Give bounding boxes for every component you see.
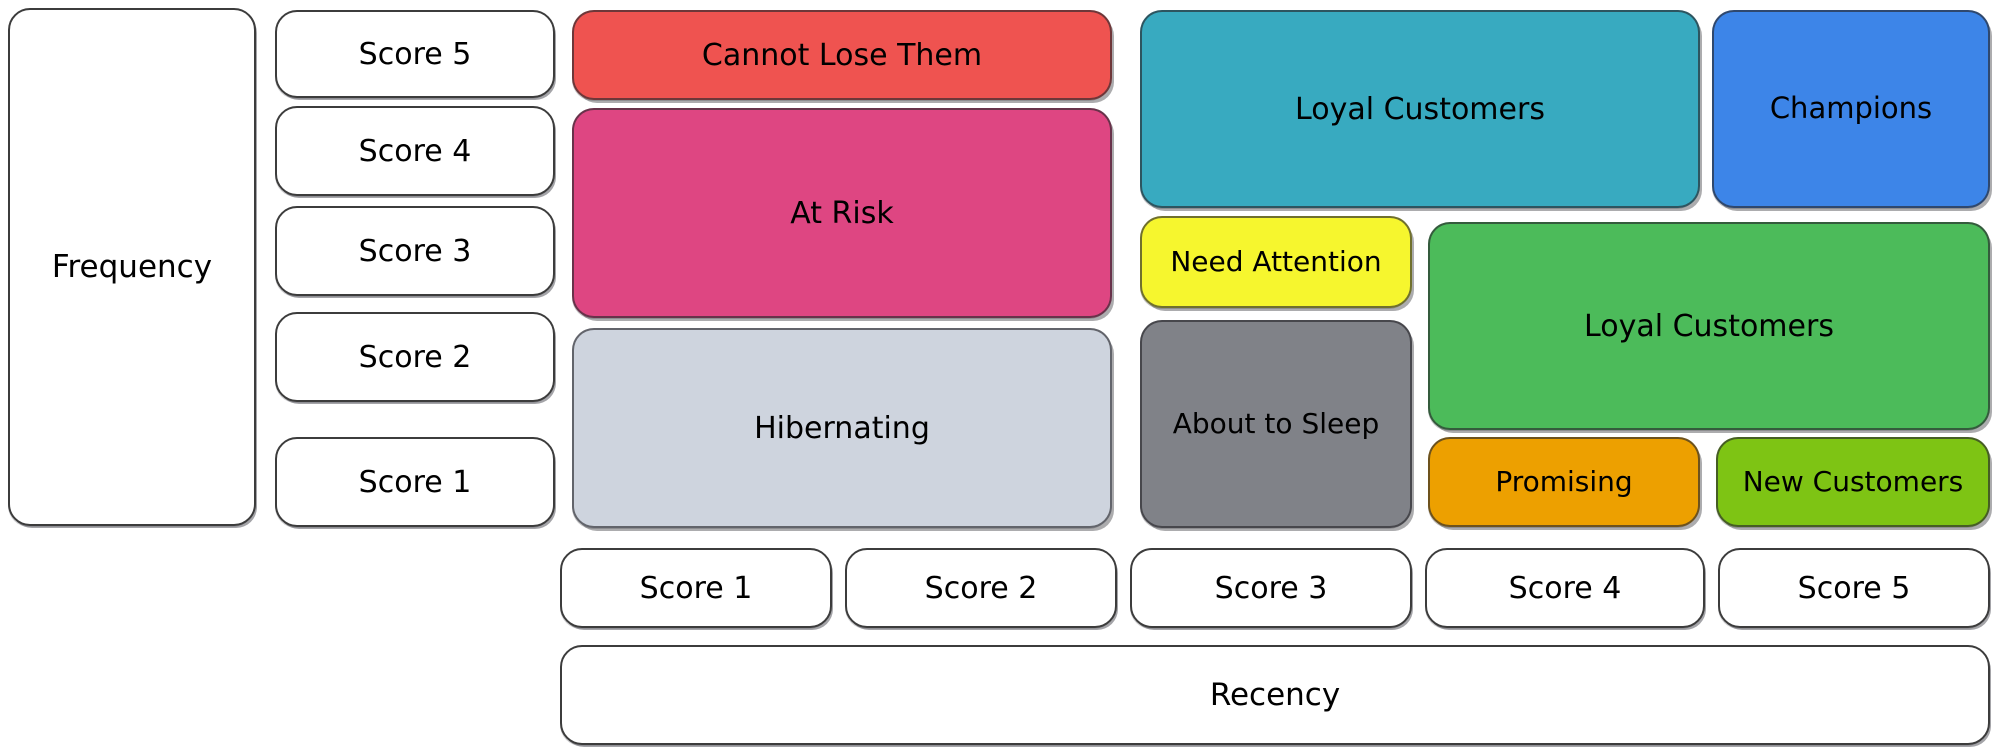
segment-promising-label: Promising bbox=[1495, 464, 1633, 498]
y-axis-label-frequency: Frequency bbox=[8, 8, 256, 526]
segment-at-risk[interactable]: At Risk bbox=[572, 108, 1112, 318]
segment-new-customers[interactable]: New Customers bbox=[1716, 437, 1990, 527]
segment-need-attention-label: Need Attention bbox=[1170, 244, 1382, 278]
segment-new-customers-label: New Customers bbox=[1742, 464, 1964, 498]
frequency-score-2[interactable]: Score 2 bbox=[275, 312, 555, 402]
segment-loyal-customers-green-label: Loyal Customers bbox=[1584, 308, 1834, 344]
recency-score-5[interactable]: Score 5 bbox=[1718, 548, 1990, 628]
frequency-score-5-label: Score 5 bbox=[358, 36, 472, 72]
segment-promising[interactable]: Promising bbox=[1428, 437, 1700, 527]
segment-champions[interactable]: Champions bbox=[1712, 10, 1990, 208]
segment-loyal-customers-teal-label: Loyal Customers bbox=[1295, 91, 1545, 127]
frequency-score-3-label: Score 3 bbox=[358, 233, 472, 269]
recency-score-3-label: Score 3 bbox=[1214, 570, 1328, 606]
segment-at-risk-label: At Risk bbox=[790, 195, 894, 231]
recency-score-4[interactable]: Score 4 bbox=[1425, 548, 1705, 628]
recency-score-2-label: Score 2 bbox=[924, 570, 1038, 606]
recency-score-5-label: Score 5 bbox=[1797, 570, 1911, 606]
frequency-score-4-label: Score 4 bbox=[358, 133, 472, 169]
frequency-score-3[interactable]: Score 3 bbox=[275, 206, 555, 296]
segment-about-to-sleep[interactable]: About to Sleep bbox=[1140, 320, 1412, 528]
recency-score-1[interactable]: Score 1 bbox=[560, 548, 832, 628]
segment-hibernating[interactable]: Hibernating bbox=[572, 328, 1112, 528]
frequency-score-2-label: Score 2 bbox=[358, 339, 472, 375]
recency-score-3[interactable]: Score 3 bbox=[1130, 548, 1412, 628]
segment-cannot-lose-them-label: Cannot Lose Them bbox=[701, 37, 983, 73]
segment-need-attention[interactable]: Need Attention bbox=[1140, 216, 1412, 308]
segment-cannot-lose-them[interactable]: Cannot Lose Them bbox=[572, 10, 1112, 100]
x-axis-label-recency: Recency bbox=[560, 645, 1990, 745]
frequency-score-1-label: Score 1 bbox=[358, 464, 472, 500]
recency-score-4-label: Score 4 bbox=[1508, 570, 1622, 606]
segment-hibernating-label: Hibernating bbox=[754, 410, 930, 446]
y-axis-label-text: Frequency bbox=[51, 248, 213, 285]
recency-score-1-label: Score 1 bbox=[639, 570, 753, 606]
segment-about-to-sleep-label: About to Sleep bbox=[1172, 406, 1380, 440]
segment-champions-label: Champions bbox=[1769, 91, 1933, 126]
x-axis-label-text: Recency bbox=[1209, 676, 1341, 713]
segment-loyal-customers-teal[interactable]: Loyal Customers bbox=[1140, 10, 1700, 208]
segment-loyal-customers-green[interactable]: Loyal Customers bbox=[1428, 222, 1990, 430]
frequency-score-1[interactable]: Score 1 bbox=[275, 437, 555, 527]
frequency-score-5[interactable]: Score 5 bbox=[275, 10, 555, 98]
frequency-score-4[interactable]: Score 4 bbox=[275, 106, 555, 196]
recency-score-2[interactable]: Score 2 bbox=[845, 548, 1117, 628]
